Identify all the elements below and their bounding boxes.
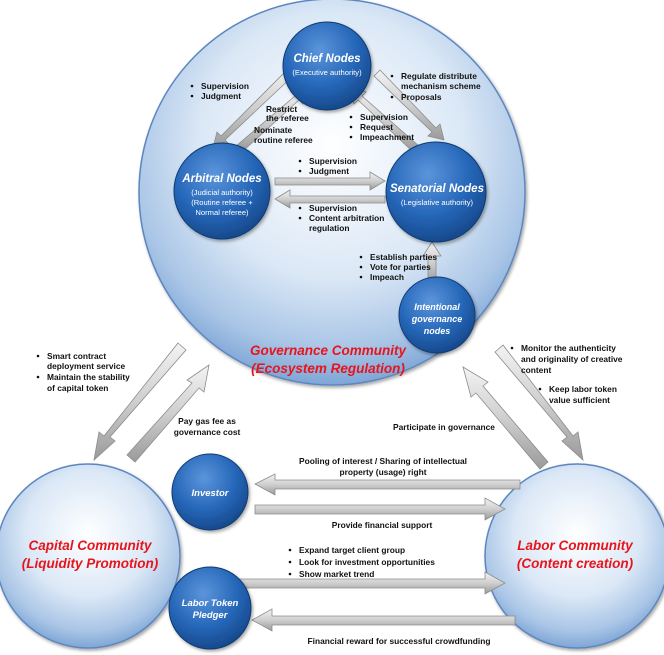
label-intent-1: Establish parties: [370, 252, 437, 262]
labor-title-line1: Labor Community: [517, 538, 634, 553]
label-lab-cap-1: Expand target client group: [299, 545, 405, 555]
pledger-line1: Labor Token: [182, 598, 239, 609]
chief-sub: (Executive authority): [292, 68, 362, 77]
arrow-labor-to-governance: [462, 366, 549, 470]
arbitral-sub3: Normal referee): [195, 208, 249, 217]
label-gov-cap-3: Maintain the stability: [47, 372, 130, 382]
label-restrict-2: the referee: [266, 113, 309, 123]
label-lab-cap-2: Look for investment opportunities: [299, 557, 435, 567]
label-chief-sen-3: Proposals: [401, 92, 442, 102]
label-sen-arb-1: Supervision: [309, 203, 357, 213]
capital-title-line1: Capital Community: [28, 538, 153, 553]
investor-circle: [171, 453, 249, 531]
chief-title: Chief Nodes: [293, 53, 360, 65]
label-sen-chief-3: Impeachment: [360, 132, 414, 142]
label-gov-lab-1: Monitor the authenticity: [521, 343, 616, 353]
label-financial-support: Provide financial support: [332, 520, 433, 530]
arrow-governance-to-capital: [93, 342, 187, 462]
label-gov-lab-5: value sufficient: [549, 395, 610, 405]
label-sen-arb-3: regulation: [309, 223, 349, 233]
capital-community-circle: [0, 463, 181, 649]
labor-community-circle: [484, 463, 664, 649]
arrow-chief-to-senatorial: [373, 69, 445, 141]
label-chief-arb-2: Judgment: [201, 91, 241, 101]
label-intent-2: Vote for parties: [370, 262, 431, 272]
label-gov-lab-2: and originality of creative: [521, 354, 623, 364]
arrow-arbitral-to-senatorial: [274, 171, 386, 191]
arbitral-title: Arbitral Nodes: [181, 173, 261, 185]
label-gov-lab-4: Keep labor token: [549, 384, 617, 394]
label-sen-arb-2: Content arbitration: [309, 213, 384, 223]
label-pooling-1: Pooling of interest / Sharing of intelle…: [299, 456, 467, 466]
arrow-labor-to-pledger: [251, 608, 516, 632]
arrow-governance-to-labor: [494, 344, 584, 462]
label-financial-reward: Financial reward for successful crowdfun…: [308, 636, 491, 646]
labor-title-line2: (Content creation): [517, 556, 634, 571]
label-participate: Participate in governance: [393, 422, 495, 432]
investor-title: Investor: [192, 488, 230, 499]
label-gov-cap-4: of capital token: [47, 383, 108, 393]
label-chief-arb-1: Supervision: [201, 81, 249, 91]
label-arb-sen-1: Supervision: [309, 156, 357, 166]
label-sen-chief-1: Supervision: [360, 112, 408, 122]
arrow-investor-to-labor: [254, 497, 506, 521]
label-arb-sen-2: Judgment: [309, 166, 349, 176]
label-chief-sen-1: Regulate distribute: [401, 71, 477, 81]
label-nominate-1: Nominate: [254, 125, 293, 135]
arrow-senatorial-to-arbitral: [274, 189, 386, 209]
senatorial-sub: (Legislative authority): [401, 198, 474, 207]
arrow-labor-to-investor: [254, 473, 521, 496]
arbitral-nodes-circle: [173, 142, 271, 240]
intentional-nodes-circle: [398, 276, 476, 354]
senatorial-nodes-circle: [385, 141, 487, 243]
label-sen-chief-2: Request: [360, 122, 393, 132]
label-intent-3: Impeach: [370, 272, 404, 282]
label-gov-lab-3: content: [521, 365, 551, 375]
arbitral-sub1: (Judicial authority): [191, 188, 253, 197]
pledger-line2: Pledger: [193, 610, 229, 621]
intentional-line1: Intentional: [414, 302, 460, 312]
governance-title-line2: (Ecosystem Regulation): [251, 361, 405, 376]
label-pooling-2: property (usage) right: [339, 467, 426, 477]
arrow-capital-to-governance: [126, 364, 210, 463]
senatorial-title: Senatorial Nodes: [390, 183, 484, 195]
label-chief-sen-2: mechanism scheme: [401, 81, 481, 91]
label-nominate-2: routine referee: [254, 135, 313, 145]
label-gas-1: Pay gas fee as: [178, 416, 236, 426]
pledger-circle: [168, 566, 252, 650]
governance-title-line1: Governance Community: [250, 343, 408, 358]
label-gas-2: governance cost: [174, 427, 241, 437]
label-restrict-1: Restrict: [266, 104, 297, 114]
capital-title-line2: (Liquidity Promotion): [22, 556, 159, 571]
chief-nodes-circle: [282, 21, 372, 111]
label-gov-cap-2: deployment service: [47, 361, 126, 371]
label-gov-cap-1: Smart contract: [47, 351, 106, 361]
label-lab-cap-3: Show market trend: [299, 569, 374, 579]
intentional-line2: governance: [411, 314, 463, 324]
arbitral-sub2: (Routine referee +: [191, 198, 253, 207]
intentional-line3: nodes: [424, 326, 451, 336]
